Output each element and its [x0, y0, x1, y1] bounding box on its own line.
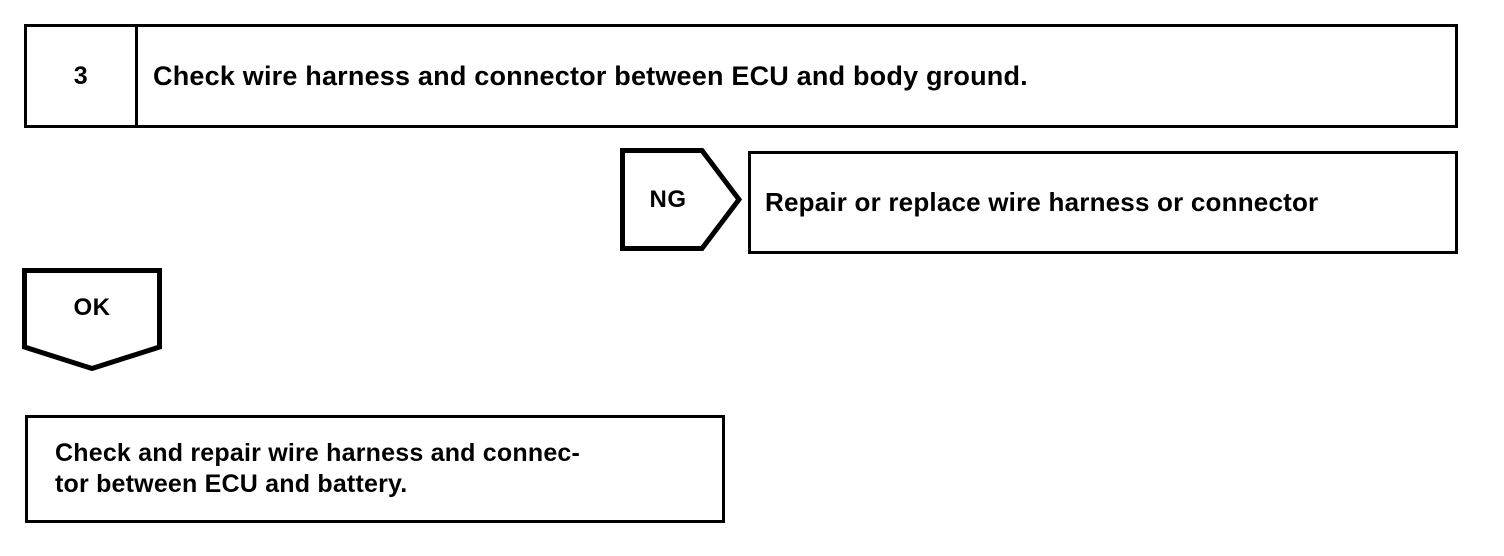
- ok-result-line-2: tor between ECU and battery.: [55, 470, 408, 498]
- ok-result-box: Check and repair wire harness and connec…: [25, 415, 725, 523]
- step-instruction: Check wire harness and connector between…: [153, 60, 1028, 91]
- ng-branch-arrow: NG: [620, 148, 742, 251]
- ok-branch-label: OK: [73, 294, 111, 321]
- ng-branch-label: NG: [649, 185, 687, 213]
- step-row: 3 Check wire harness and connector betwe…: [24, 24, 1458, 128]
- ng-result-text: Repair or replace wire harness or connec…: [765, 187, 1319, 217]
- arrow-right-pentagon-icon: [620, 148, 742, 251]
- ok-result-line-1: Check and repair wire harness and connec…: [55, 438, 581, 467]
- step-number: 3: [73, 61, 89, 90]
- step-instruction-cell: Check wire harness and connector between…: [138, 27, 1455, 125]
- ng-result-box: Repair or replace wire harness or connec…: [748, 151, 1458, 254]
- ok-branch-arrow: OK: [22, 268, 162, 371]
- arrow-down-pentagon-icon: [22, 268, 162, 371]
- step-number-cell: 3: [27, 27, 138, 125]
